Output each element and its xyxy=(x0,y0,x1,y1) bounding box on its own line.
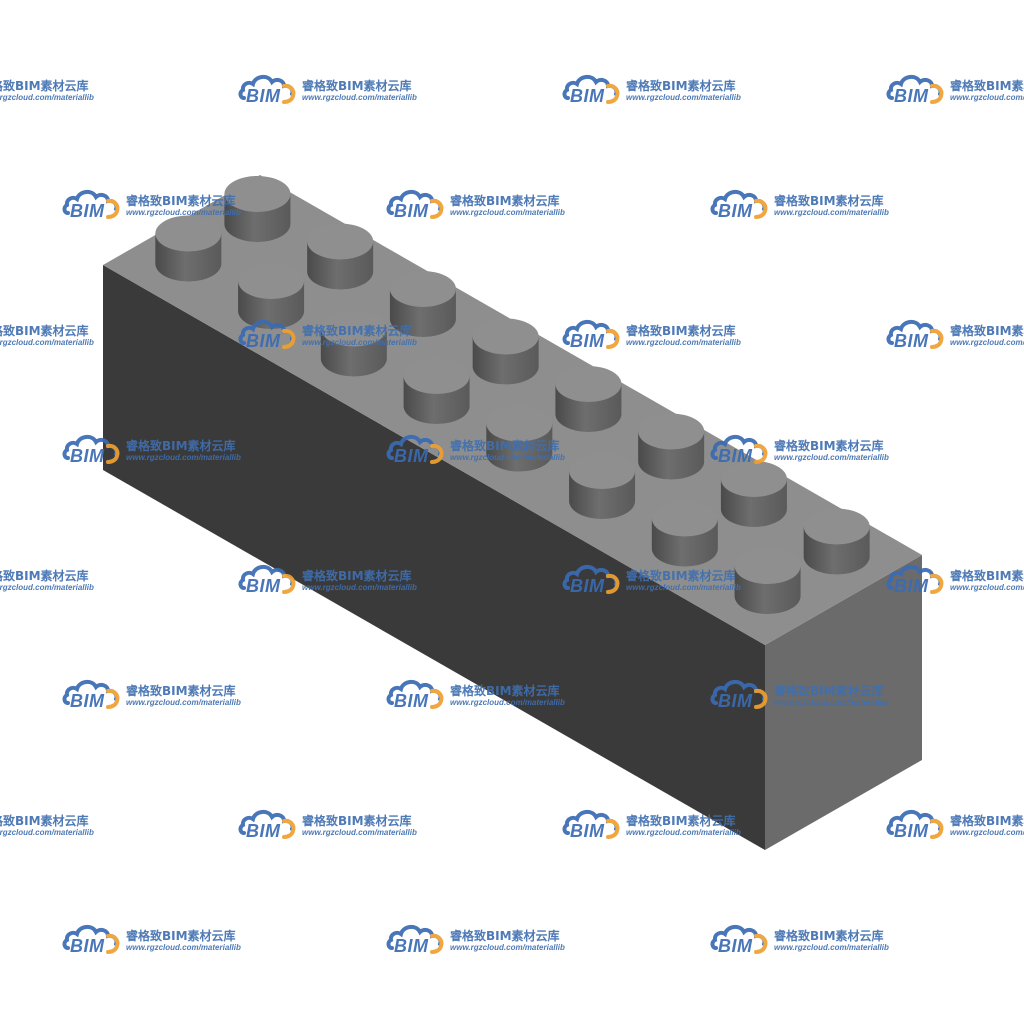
stud xyxy=(403,358,470,425)
stud-top xyxy=(638,413,705,450)
stud xyxy=(320,310,387,377)
stud xyxy=(472,318,539,385)
stud xyxy=(803,508,870,575)
stud xyxy=(155,215,222,282)
stud xyxy=(555,365,622,432)
stud xyxy=(224,175,291,242)
stud xyxy=(651,500,718,567)
stud-top xyxy=(389,270,456,307)
stud-top xyxy=(238,263,305,300)
stud xyxy=(486,405,553,472)
brick-studs xyxy=(155,175,870,615)
stud xyxy=(638,413,705,480)
stud xyxy=(389,270,456,337)
stud xyxy=(569,453,636,520)
stud-top xyxy=(472,318,539,355)
stud-top xyxy=(569,453,636,490)
stud-top xyxy=(486,405,553,442)
brick-side-face xyxy=(765,555,922,850)
stud-top xyxy=(155,215,222,252)
stud-top xyxy=(720,460,787,497)
stud-top xyxy=(224,175,291,212)
stud-top xyxy=(803,508,870,545)
stud-top xyxy=(403,358,470,395)
stud-top xyxy=(555,365,622,402)
stud xyxy=(238,263,305,330)
stud xyxy=(720,460,787,527)
stud-top xyxy=(307,223,374,260)
stud-top xyxy=(651,500,718,537)
brick-front-face xyxy=(103,265,765,850)
stud xyxy=(307,223,374,290)
stud-top xyxy=(320,310,387,347)
stud-top xyxy=(734,548,801,585)
stud xyxy=(734,548,801,615)
